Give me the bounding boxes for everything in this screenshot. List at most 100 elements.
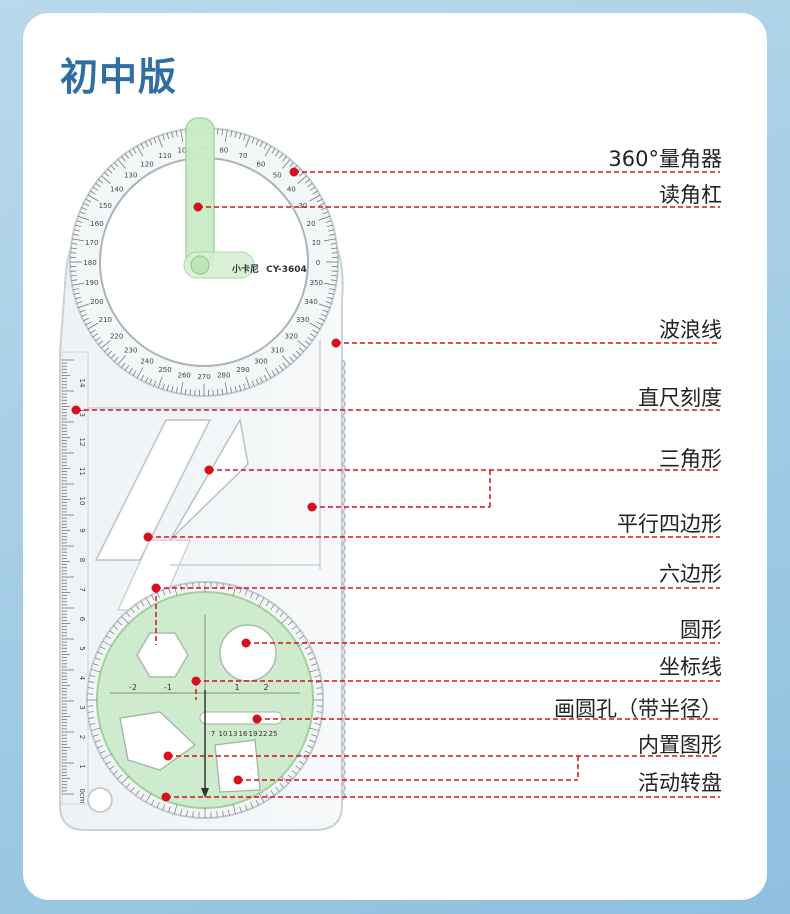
protractor-tick bbox=[278, 153, 284, 159]
disc-tick bbox=[275, 786, 280, 792]
protractor-tick bbox=[114, 162, 119, 168]
protractor-tick bbox=[324, 238, 337, 242]
protractor-tick bbox=[275, 367, 280, 374]
ruler-number: 9 bbox=[78, 528, 86, 532]
protractor-tick bbox=[171, 386, 174, 393]
label-hexagon: 六边形 bbox=[659, 562, 722, 586]
disc-tick bbox=[287, 620, 293, 626]
protractor-tick bbox=[76, 220, 83, 223]
protractor-tick bbox=[184, 388, 187, 395]
disc-tick bbox=[270, 604, 275, 610]
protractor-tick bbox=[72, 288, 79, 291]
protractor-ticks bbox=[70, 128, 338, 396]
ruler-number: 13 bbox=[78, 408, 86, 417]
disc-tick bbox=[232, 804, 236, 815]
protractor-tick bbox=[73, 229, 80, 232]
protractor-tick bbox=[328, 229, 335, 232]
model-number: CY-3604 bbox=[266, 265, 307, 275]
ruler-number: 5 bbox=[78, 646, 86, 650]
disc-tick bbox=[227, 809, 230, 816]
disc-tick bbox=[298, 635, 305, 640]
disc-tick bbox=[309, 669, 320, 673]
protractor-tick bbox=[263, 374, 268, 381]
disc-tick bbox=[295, 765, 301, 770]
protractor-label: 150 bbox=[99, 202, 112, 210]
protractor-tick bbox=[121, 362, 126, 368]
parallelogram-cutout bbox=[94, 419, 212, 561]
inner-shape-2 bbox=[214, 739, 261, 793]
protractor-tick bbox=[320, 207, 327, 211]
protractor-tick bbox=[309, 333, 316, 338]
disc-tick bbox=[216, 811, 218, 818]
protractor-label: 240 bbox=[140, 358, 153, 366]
protractor-tick bbox=[316, 198, 323, 203]
protractor-label: 170 bbox=[85, 239, 98, 247]
disc-tick bbox=[304, 646, 311, 650]
protractor-label: 120 bbox=[140, 160, 153, 168]
protractor-tick bbox=[162, 383, 165, 390]
protractor-label: 60 bbox=[257, 160, 266, 168]
protractor-tick bbox=[238, 133, 242, 140]
disc-tick bbox=[281, 776, 289, 784]
triangle-cutout bbox=[169, 417, 249, 541]
protractor-tick bbox=[297, 340, 307, 349]
protractor-label: 0 bbox=[316, 259, 320, 267]
protractor-tick bbox=[71, 279, 78, 282]
axis-tick-label: -2 bbox=[129, 683, 137, 692]
protractor-tick bbox=[316, 321, 323, 326]
protractor-tick bbox=[75, 296, 82, 300]
protractor-tick bbox=[322, 211, 329, 215]
protractor-tick bbox=[324, 282, 337, 286]
protractor-tick bbox=[83, 317, 90, 322]
ruler-number: 11 bbox=[78, 467, 86, 476]
disc-tick bbox=[287, 774, 293, 780]
protractor-tick bbox=[224, 382, 228, 395]
protractor-tick bbox=[77, 215, 90, 221]
disc-tick bbox=[258, 597, 265, 607]
protractor-tick bbox=[282, 355, 291, 365]
protractor-tick bbox=[318, 303, 331, 309]
disc-tick bbox=[145, 793, 152, 803]
disc-tick bbox=[309, 657, 316, 661]
protractor-tick bbox=[110, 353, 116, 359]
disc-tick bbox=[109, 630, 115, 635]
protractor-tick bbox=[140, 143, 145, 150]
label-wavy-line: 波浪线 bbox=[659, 318, 722, 342]
disc-tick bbox=[156, 592, 160, 598]
disc-tick bbox=[162, 589, 166, 596]
callout-dot bbox=[191, 676, 201, 686]
protractor-tick bbox=[234, 131, 237, 138]
protractor-tick bbox=[87, 194, 99, 202]
protractor-tick bbox=[132, 148, 137, 154]
reading-bar-pivot bbox=[190, 255, 210, 275]
protractor-tick bbox=[289, 356, 294, 362]
protractor-label: 40 bbox=[287, 186, 296, 194]
protractor-tick bbox=[104, 347, 110, 352]
protractor-tick bbox=[157, 135, 163, 148]
radius-hole-strip bbox=[199, 711, 283, 725]
protractor-tick bbox=[153, 137, 157, 144]
disc-tick bbox=[316, 711, 323, 713]
protractor-tick bbox=[275, 150, 280, 157]
protractor-tick bbox=[95, 182, 101, 188]
protractor-tick bbox=[149, 139, 153, 146]
protractor-tick bbox=[73, 292, 80, 295]
protractor-tick bbox=[128, 150, 133, 157]
hexagon-cutout bbox=[136, 632, 189, 678]
disc-tick bbox=[314, 722, 321, 725]
callout-dot bbox=[151, 583, 161, 593]
disc-tick bbox=[309, 727, 320, 731]
disc-tick bbox=[97, 651, 103, 655]
protractor-tick bbox=[128, 367, 133, 374]
disc-tick bbox=[279, 782, 285, 788]
protractor-tick bbox=[251, 380, 255, 387]
protractor-tick bbox=[71, 282, 84, 286]
disc-tick bbox=[145, 597, 152, 607]
protractor-tick bbox=[304, 179, 310, 184]
protractor-tick bbox=[298, 347, 304, 352]
protractor-tick bbox=[330, 242, 337, 245]
label-circle-hole: 画圆孔（带半径） bbox=[554, 697, 722, 721]
disc-tick bbox=[156, 802, 160, 808]
disc-tick bbox=[130, 608, 135, 614]
ruler-number: 2 bbox=[78, 735, 86, 739]
